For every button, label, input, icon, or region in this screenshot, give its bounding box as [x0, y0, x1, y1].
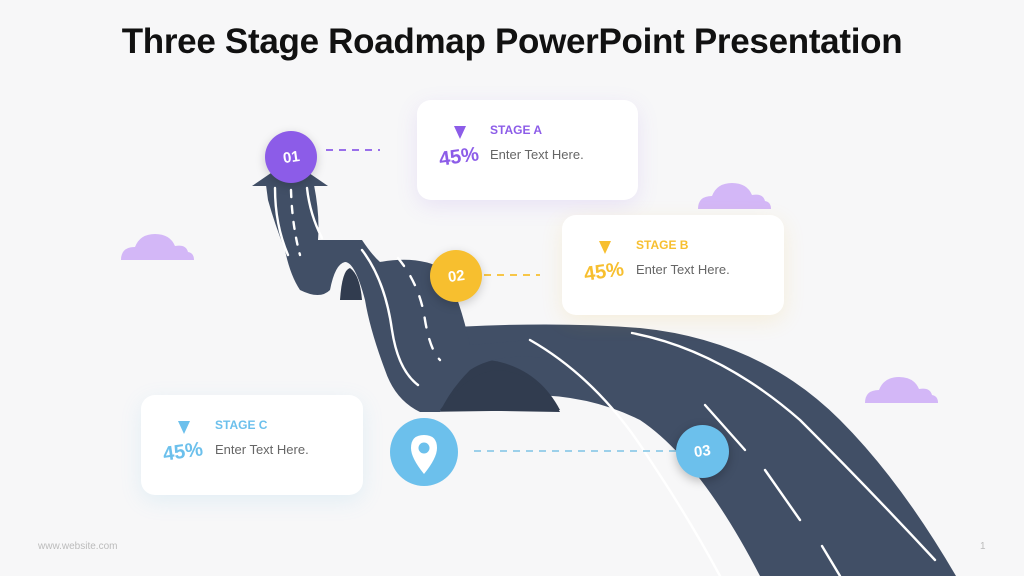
stage-c-badge: 03 [676, 425, 729, 478]
map-pin-icon [411, 435, 437, 474]
page-number: 1 [980, 541, 986, 552]
stage-b-text: Enter Text Here. [636, 262, 730, 277]
stage-c-card: 45% STAGE C Enter Text Here. [141, 395, 363, 495]
page-title: Three Stage Roadmap PowerPoint Presentat… [121, 22, 903, 61]
stage-c-percent: 45% [161, 438, 205, 466]
stage-b-label: STAGE B [636, 238, 689, 252]
cloud-icon [698, 183, 771, 209]
stage-b-card: 45% STAGE B Enter Text Here. [562, 215, 784, 315]
footer-website: www.website.com [38, 541, 118, 552]
triangle-down-icon [599, 241, 611, 254]
stage-a-number: 01 [281, 147, 301, 167]
cloud-icon [865, 377, 938, 403]
triangle-down-icon [178, 421, 190, 434]
cloud-icon [121, 234, 194, 260]
triangle-down-icon [454, 126, 466, 139]
stage-a-label: STAGE A [490, 123, 543, 137]
stage-a-card: 45% STAGE A Enter Text Here. [417, 100, 638, 200]
stage-c-text: Enter Text Here. [215, 442, 309, 457]
location-badge [390, 418, 458, 486]
stage-a-text: Enter Text Here. [490, 147, 584, 162]
stage-b-number: 02 [446, 266, 466, 286]
stage-c-number: 03 [693, 441, 712, 462]
stage-c-label: STAGE C [215, 418, 268, 432]
road-winding [266, 185, 560, 412]
stage-b-badge: 02 [430, 250, 482, 302]
stage-a-badge: 01 [265, 131, 317, 183]
stage-b-percent: 45% [582, 258, 626, 286]
stage-a-percent: 45% [437, 143, 481, 171]
